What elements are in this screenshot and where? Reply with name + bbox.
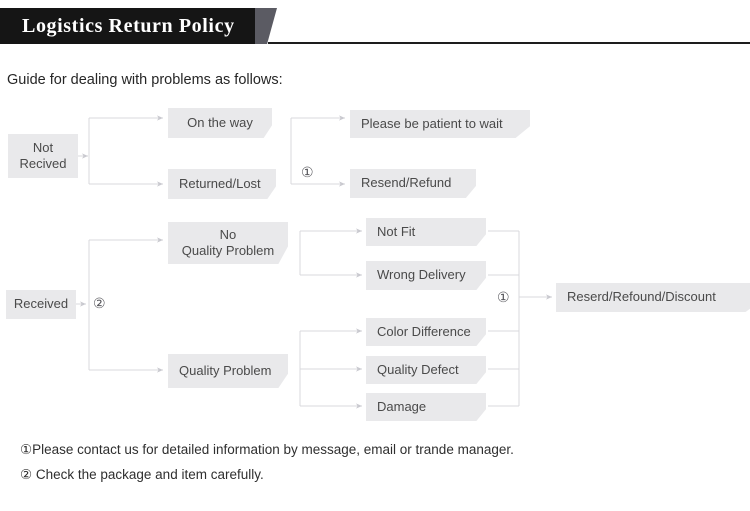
node-returned-lost[interactable]: Returned/Lost [168, 169, 276, 199]
node-color-difference[interactable]: Color Difference [366, 318, 486, 346]
marker-one-top: ① [301, 164, 314, 180]
node-not-received[interactable]: Not Recived [8, 134, 78, 178]
node-please-be-patient[interactable]: Please be patient to wait [350, 110, 530, 138]
footer-notes: ①Please contact us for detailed informat… [20, 442, 514, 492]
node-not-fit[interactable]: Not Fit [366, 218, 486, 246]
node-damage[interactable]: Damage [366, 393, 486, 421]
node-on-the-way[interactable]: On the way [168, 108, 272, 138]
node-resend-refund[interactable]: Resend/Refund [350, 169, 476, 198]
node-wrong-delivery[interactable]: Wrong Delivery [366, 261, 486, 290]
node-quality-problem[interactable]: Quality Problem [168, 354, 288, 388]
header-divider-line [268, 42, 750, 44]
header-black-bar [0, 8, 255, 44]
note-two: ② Check the package and item carefully. [20, 467, 264, 482]
marker-two-left: ② [93, 295, 106, 311]
node-quality-defect[interactable]: Quality Defect [366, 356, 486, 384]
intro-text: Guide for dealing with problems as follo… [7, 72, 283, 88]
page-header: Logistics Return Policy [0, 8, 750, 44]
node-no-quality-problem[interactable]: No Quality Problem [168, 222, 288, 264]
node-received[interactable]: Received [6, 290, 76, 319]
note-one: ①Please contact us for detailed informat… [20, 442, 514, 457]
page-title: Logistics Return Policy [22, 15, 235, 37]
marker-one-right: ① [497, 289, 510, 305]
node-final-outcome[interactable]: Reserd/Refound/Discount [556, 283, 750, 312]
